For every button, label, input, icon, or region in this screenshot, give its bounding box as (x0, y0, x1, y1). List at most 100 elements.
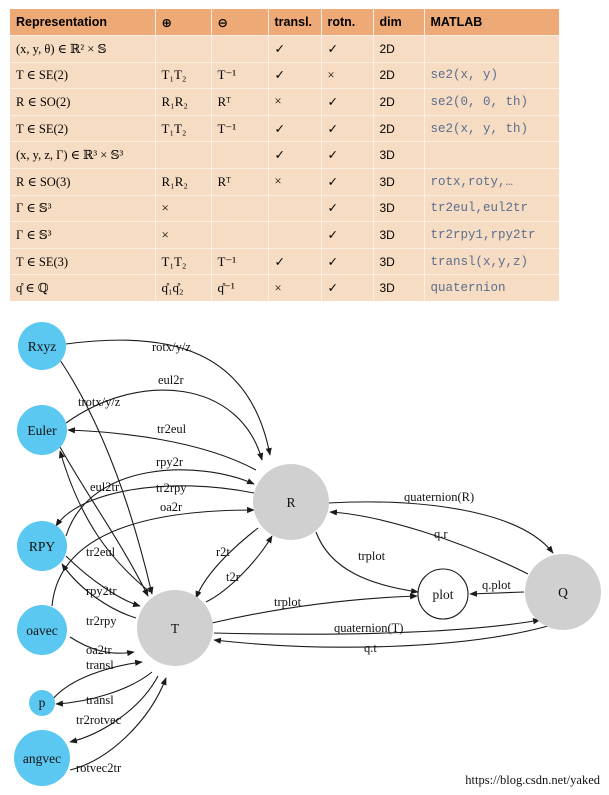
node-label-R: R (286, 495, 295, 510)
cell-translation: ✓ (268, 114, 322, 142)
header-representation: Representation (10, 9, 156, 36)
edge-rotxyz (65, 339, 272, 456)
edge-label-quaternion-R: quaternion(R) (404, 490, 474, 504)
cell-translation (268, 221, 322, 249)
edge-qt (213, 625, 549, 648)
cell-representation: T ∈ SE(2) (10, 114, 156, 142)
watermark-text: https://blog.csdn.net/yaked (465, 773, 600, 787)
cell-dimension: 2D (373, 88, 425, 116)
edge-label-transl-2: transl (86, 693, 114, 707)
edge-oa2r (51, 506, 255, 607)
node-angvec (14, 730, 70, 786)
cell-representation: R ∈ SO(3) (10, 167, 156, 196)
edge-r2t (195, 527, 259, 599)
edge-trplot-T (211, 593, 418, 624)
cell-compose: T₁T₂ (155, 61, 212, 89)
header-dimension: dim (373, 9, 425, 36)
edge-oa2tr (69, 636, 135, 657)
node-label-oavec: oavec (26, 623, 57, 638)
cell-inverse (211, 221, 269, 249)
edge-eul2tr (59, 446, 149, 597)
cell-compose: q̊₁q̊₂ (155, 274, 212, 301)
node-oavec (17, 605, 67, 655)
table-row: (x, y, z, Γ) ∈ ℝ³ × 𝕊³ ✓ ✓ 3D (10, 141, 559, 169)
edge-rotvec2tr (69, 677, 167, 771)
cell-rotation: ✓ (321, 221, 374, 249)
representation-table: Representation ⊕ ⊖ transl. rotn. dim MAT… (10, 9, 559, 301)
edge-label-tr2eul-T: tr2eul (86, 545, 116, 559)
cell-rotation: ✓ (321, 194, 374, 222)
edge-label-qt: q.t (364, 641, 377, 655)
edge-trotxyz (59, 359, 154, 595)
cell-matlab: transl(x,y,z) (424, 247, 559, 275)
cell-compose: R₁R₂ (155, 167, 212, 196)
node-label-plot: plot (432, 587, 453, 602)
edge-label-qplot: q.plot (482, 578, 511, 592)
cell-inverse: T⁻¹ (211, 114, 269, 142)
cell-inverse (211, 141, 269, 169)
edge-label-eul2r: eul2r (158, 373, 185, 387)
edge-tr2rpy-R (55, 485, 255, 527)
edge-qr (329, 509, 529, 575)
cell-matlab: quaternion (424, 274, 559, 301)
graph-edges (51, 339, 554, 771)
node-plot (417, 568, 469, 620)
header-rotation: rotn. (321, 9, 374, 36)
header-translation: transl. (268, 9, 322, 36)
edge-transl-1 (51, 659, 143, 701)
edge-label-oa2tr: oa2tr (86, 643, 113, 657)
cell-matlab: se2(0, 0, th) (424, 88, 559, 116)
edge-rpy2r (65, 469, 255, 537)
table-row: q̊ ∈ ℚ q̊₁q̊₂ q̊⁻¹ × ✓ 3D quaternion (10, 274, 559, 301)
cell-translation: ✓ (268, 35, 322, 63)
edge-tr2rpy-T (61, 563, 137, 619)
cell-dimension: 3D (373, 274, 425, 301)
edge-label-qr: q.r (434, 527, 448, 541)
cell-dimension: 2D (373, 114, 425, 142)
node-label-Q: Q (558, 585, 568, 600)
cell-rotation: ✓ (321, 274, 374, 301)
table-row: R ∈ SO(3) R₁R₂ Rᵀ × ✓ 3D rotx,roty,… (10, 167, 559, 196)
node-euler (17, 405, 67, 455)
cell-rotation: ✓ (321, 88, 374, 116)
edge-label-transl-1: transl (86, 658, 114, 672)
cell-rotation: ✓ (321, 141, 374, 169)
cell-matlab: se2(x, y) (424, 61, 559, 89)
cell-rotation: ✓ (321, 114, 374, 142)
edge-label-tr2rotvec: tr2rotvec (76, 713, 122, 727)
edge-t2r (205, 535, 273, 603)
cell-rotation: ✓ (321, 167, 374, 196)
edge-quaternion-R (327, 501, 554, 554)
edge-label-t2r: t2r (226, 570, 241, 584)
cell-translation: ✓ (268, 61, 322, 89)
cell-representation: (x, y, z, Γ) ∈ ℝ³ × 𝕊³ (10, 141, 156, 169)
table-header-row: Representation ⊕ ⊖ transl. rotn. dim MAT… (10, 9, 559, 36)
edge-label-tr2rpy-R: tr2rpy (156, 481, 187, 495)
cell-matlab (424, 35, 559, 63)
cell-dimension: 3D (373, 141, 425, 169)
cell-representation: Γ ∈ 𝕊³ (10, 221, 156, 249)
cell-compose (155, 35, 212, 63)
edge-label-rpy2r: rpy2r (156, 455, 184, 469)
cell-rotation: ✓ (321, 247, 374, 275)
header-compose: ⊕ (155, 9, 212, 36)
cell-translation: ✓ (268, 247, 322, 275)
cell-compose: × (155, 221, 212, 249)
table-row: (x, y, θ) ∈ ℝ² × 𝕊 ✓ ✓ 2D (10, 35, 559, 63)
edge-transl-2 (55, 671, 153, 707)
edge-tr2eul-T (58, 450, 151, 593)
edge-eul2r (65, 389, 264, 461)
edge-label-tr2rpy-T: tr2rpy (86, 614, 117, 628)
edge-label-trplot-R: trplot (358, 549, 386, 563)
edge-label-quaternion-T: quaternion(T) (334, 621, 403, 635)
edge-label-eul2tr: eul2tr (90, 480, 120, 494)
node-rxyz (18, 322, 66, 370)
cell-translation: × (268, 88, 322, 116)
edge-tr2rotvec (69, 675, 159, 744)
header-inverse: ⊖ (211, 9, 269, 36)
node-label-rpy: RPY (29, 539, 56, 554)
conversion-graph: rotx/y/z trotx/y/z eul2r tr2eul rpy2r eu… (14, 322, 601, 787)
graph-nodes: Rxyz Euler RPY oavec p angvec T R plot Q (14, 322, 601, 786)
cell-compose: R₁R₂ (155, 88, 212, 116)
table-row: T ∈ SE(3) T₁T₂ T⁻¹ ✓ ✓ 3D transl(x,y,z) (10, 247, 559, 275)
